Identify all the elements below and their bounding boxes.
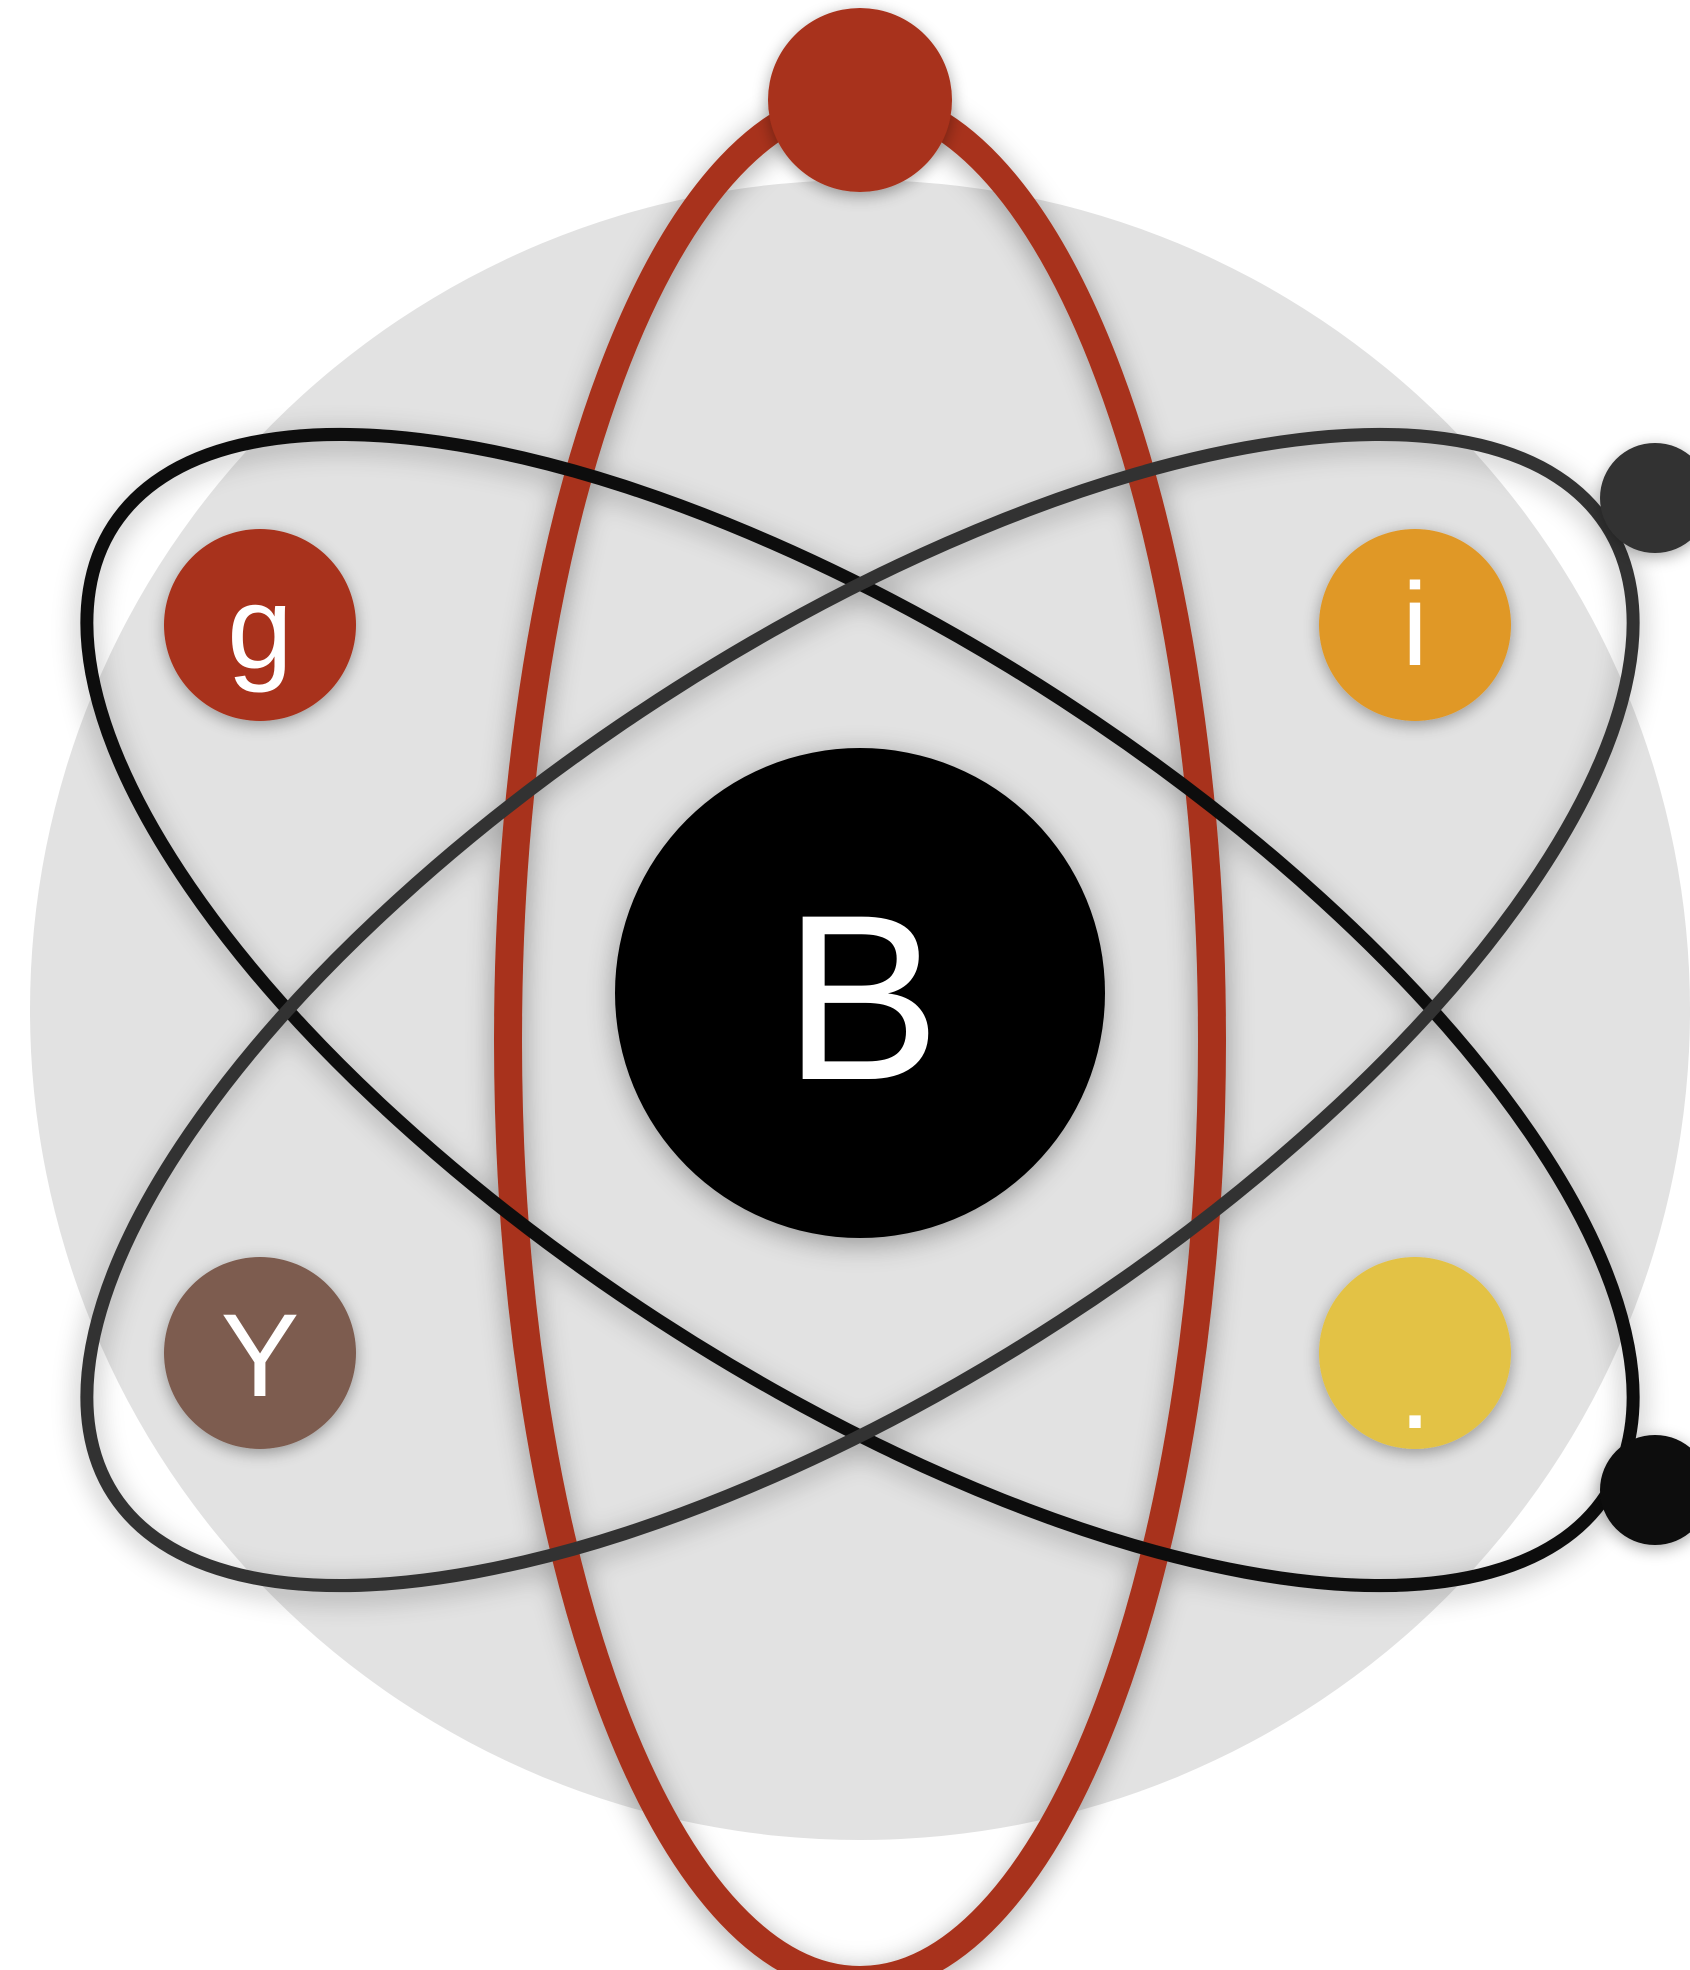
letter-y: Y xyxy=(221,1290,300,1422)
letter-circle-g: g xyxy=(164,529,356,721)
electron-lower-right xyxy=(1600,1435,1690,1545)
nucleus: B xyxy=(615,748,1105,1238)
nucleus-label: B xyxy=(783,866,940,1130)
letter-circle-y: Y xyxy=(164,1257,356,1449)
letter-i: i xyxy=(1402,559,1428,691)
letter-circle-i: i xyxy=(1319,529,1511,721)
letter-g: g xyxy=(227,562,293,694)
letter-dot: . xyxy=(1399,1322,1432,1454)
electron-top xyxy=(768,8,952,192)
